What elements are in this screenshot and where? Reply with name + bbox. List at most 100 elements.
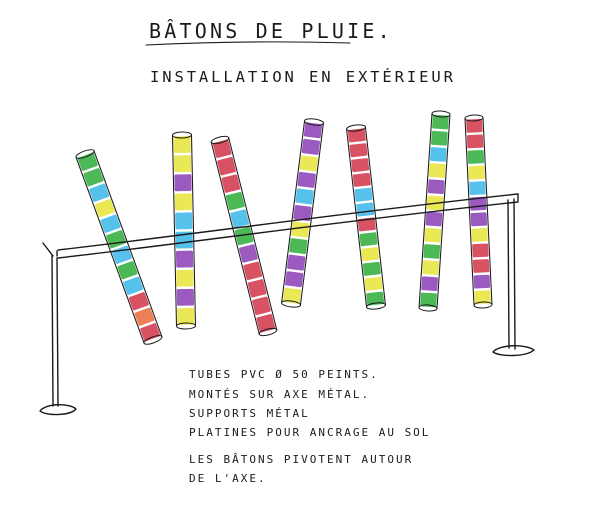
tube-outline-bottom [75,156,145,344]
left-post-top-stroke [42,242,54,257]
tube-outline-top [299,122,324,306]
tube-outline-top [364,126,386,306]
paint-band-purple [284,271,304,288]
paint-band-purple [287,254,306,271]
tube-outline-top [436,114,451,310]
left-post-outer [51,254,54,407]
tube-end-cap-bottom [176,322,196,330]
rain-stick-2 [171,131,197,330]
paint-band-green [467,150,485,164]
sketch-subtitle: INSTALLATION EN EXTÉRIEUR [150,67,456,86]
tube-outline-bottom [281,120,306,304]
sketch-notes: TUBES PVC Ø 50 PEINTS. MONTÉS SUR AXE MÉ… [189,368,430,485]
paint-band-yellow [282,287,302,304]
paint-band-yellow [173,136,191,154]
note-line-1: TUBES PVC Ø 50 PEINTS. [189,368,379,381]
paint-band-purple [297,171,316,188]
tube-end-cap-bottom [418,304,438,312]
tube-end-cap-bottom [473,301,493,309]
paint-band-purple [303,122,323,139]
paint-band-purple [427,179,445,195]
paint-band-green [289,238,308,255]
metal-axle-upper-line [57,193,519,251]
tube-end-cap-top [346,124,366,132]
note-line-2: MONTÉS SUR AXE MÉTAL. [189,388,370,401]
paint-band-cyan [230,209,249,228]
sketch-title: BÂTONS DE PLUIE. [149,19,393,43]
paint-band-yellow [176,269,194,287]
paint-band-yellow [299,155,318,172]
paint-band-orange [134,307,155,326]
paint-band-cyan [100,214,121,233]
paint-band-cyan [429,147,447,162]
paint-band-red [212,139,232,158]
note-line-4: PLATINES POUR ANCRAGE AU SOL [189,426,430,439]
right-post-inner [513,198,516,350]
paint-band-purple [301,138,321,155]
paint-band-green [362,261,381,276]
paint-band-cyan [175,231,193,249]
tube-outline-bottom [171,134,178,327]
paint-band-purple [470,212,488,227]
tube-end-cap-top [304,118,324,126]
paint-band-purple [421,276,438,292]
tube-outline-top [482,117,493,306]
paint-band-cyan [469,181,486,196]
paint-band-red [347,128,366,143]
paint-band-yellow [468,165,485,180]
right-post-outer [507,199,510,349]
paint-band-red [221,174,241,193]
paint-band-green [366,291,385,306]
tube-outline-top [190,134,197,327]
paint-band-cyan [295,188,314,205]
paint-band-red [472,243,489,258]
paint-band-cyan [354,187,373,202]
paint-band-yellow [471,227,488,242]
paint-band-purple [176,288,195,306]
paint-band-red [247,279,267,298]
paint-band-green [420,292,437,308]
paint-band-cyan [123,276,144,295]
paint-band-yellow [361,247,380,262]
paint-band-yellow [174,193,193,211]
paint-band-red [140,323,161,342]
tube-end-cap-top [464,114,484,122]
paint-band-green [77,152,98,171]
paint-band-yellow [94,199,115,218]
paint-band-red [243,261,263,281]
tube-end-cap-bottom [258,327,278,337]
tube-end-cap-top [431,110,451,118]
paint-band-yellow [428,163,446,178]
metal-frame [39,193,535,416]
paint-band-cyan [89,183,110,202]
paint-band-purple [174,174,192,192]
rain-stick-3 [210,135,278,337]
paint-band-red [472,259,490,273]
tube-end-cap-bottom [281,300,301,308]
rain-stick-5 [346,124,386,310]
paint-band-green [431,130,448,146]
paint-band-green [423,244,441,259]
paint-band-green [117,261,138,280]
paint-band-purple [473,274,491,289]
paint-band-cyan [356,202,375,217]
tube-outline-bottom [418,112,433,308]
note-line-6: DE L'AXE. [189,472,267,485]
paint-band-green [83,168,104,187]
paint-band-red [217,157,236,176]
tube-outline-bottom [346,128,368,308]
note-line-5: LES BÂTONS PIVOTENT AUTOUR [189,453,413,466]
tube-end-cap-bottom [366,302,386,310]
paint-band-red [349,143,368,158]
paint-band-yellow [422,260,440,275]
tube-end-cap-bottom [143,335,163,345]
rain-stick-1 [75,149,163,345]
paint-band-purple [425,211,443,227]
paint-band-purple [239,244,258,263]
paint-band-yellow [173,155,192,173]
paint-band-purple [293,205,312,222]
paint-band-red [128,292,149,311]
paint-band-green [359,232,378,247]
paint-band-yellow [364,276,383,291]
